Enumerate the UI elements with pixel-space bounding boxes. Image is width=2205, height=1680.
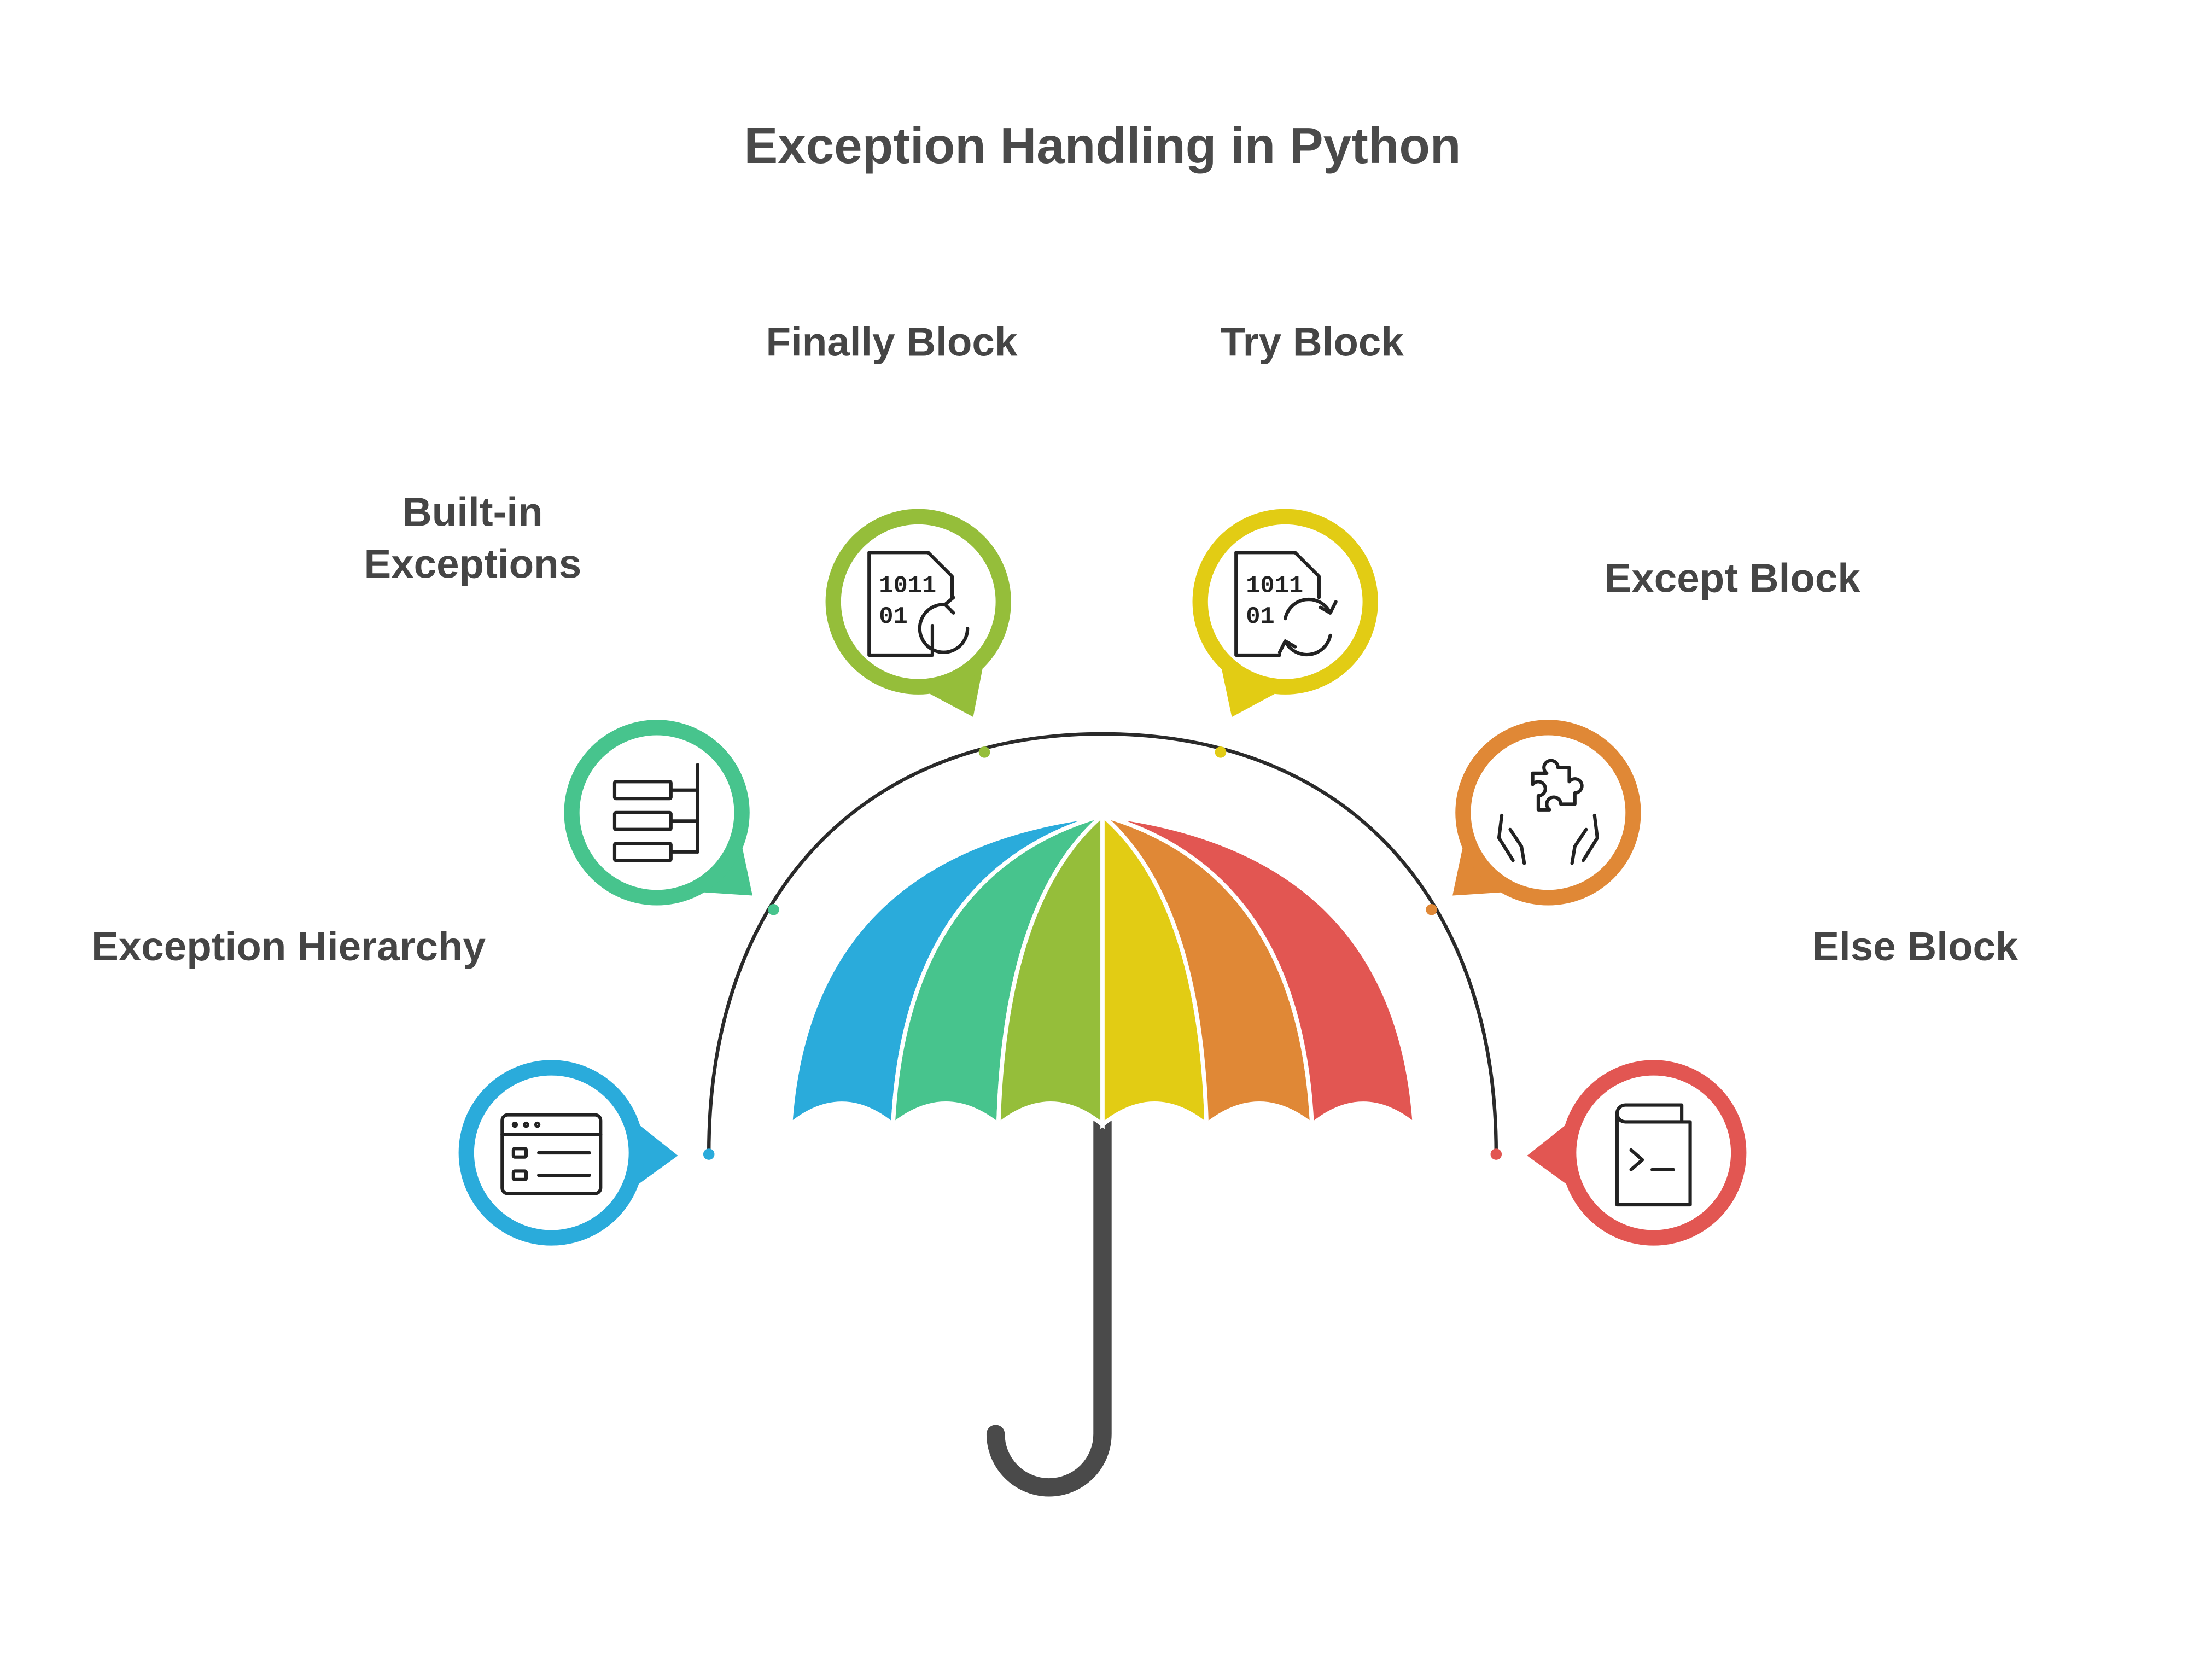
umbrella-handle — [986, 1109, 1112, 1497]
label-finally-block: Finally Block — [766, 319, 1017, 364]
label-built-in-line2: Exceptions — [364, 541, 581, 587]
speech-bubble — [1192, 509, 1378, 718]
label-except-block: Except Block — [1605, 555, 1861, 600]
label-try-block: Try Block — [1220, 319, 1404, 364]
speech-bubble — [825, 509, 1011, 718]
svg-text:01: 01 — [879, 604, 907, 631]
label-exception-hierarchy: Exception Hierarchy — [91, 924, 486, 969]
svg-text:01: 01 — [1246, 604, 1274, 631]
hierarchy-tree-icon — [612, 763, 699, 862]
svg-text:1011: 1011 — [1246, 573, 1303, 599]
browser-list-icon — [500, 1113, 603, 1195]
label-else-block: Else Block — [1812, 924, 2019, 969]
svg-text:1011: 1011 — [879, 573, 936, 599]
label-built-in-line1: Built-in — [402, 489, 543, 534]
speech-bubble — [1452, 720, 1641, 906]
diagram-title: Exception Handling in Python — [744, 117, 1461, 174]
hands-puzzle-icon — [1497, 759, 1599, 865]
arc-dots — [703, 746, 1502, 1160]
terminal-book-icon — [1615, 1103, 1692, 1207]
binary-file-refresh-icon: 1011 01 — [867, 551, 970, 657]
connector-arc — [707, 732, 1498, 1153]
speech-bubble — [1527, 1060, 1747, 1246]
umbrella-canopy — [788, 810, 1418, 1130]
canopy-panel — [1101, 813, 1418, 1130]
binary-file-sync-icon: 1011 01 — [1234, 551, 1338, 657]
